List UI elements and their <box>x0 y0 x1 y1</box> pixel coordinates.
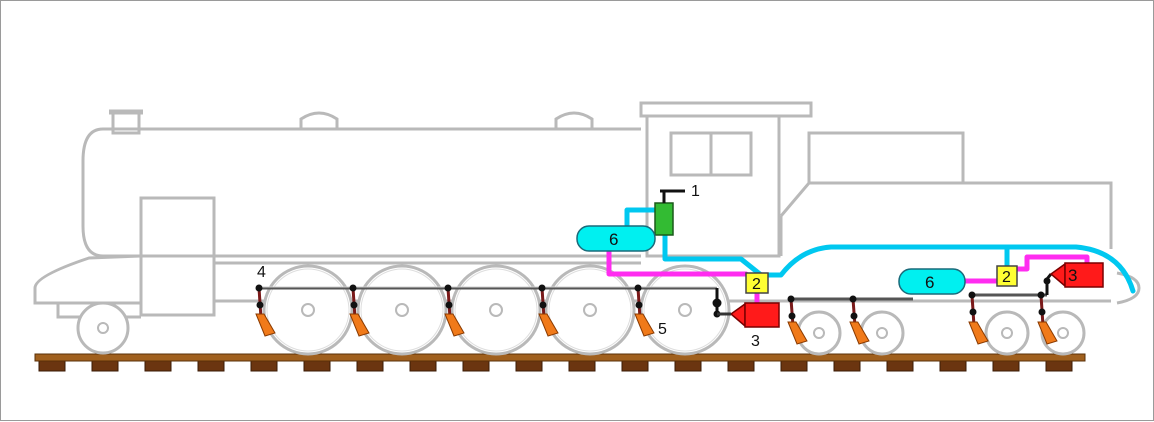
rigging-pin <box>968 291 976 299</box>
driving-wheel-rim <box>548 268 632 352</box>
rigging-pin <box>445 301 453 309</box>
brake-block-icon <box>849 321 870 345</box>
front-buffer-beam <box>33 254 142 305</box>
triple-valve-tender <box>996 265 1018 287</box>
cab-roof <box>639 101 813 118</box>
cylinder-loco-body <box>744 302 780 328</box>
driving-wheel-rim <box>360 268 444 352</box>
brake-block-icon <box>349 313 370 337</box>
track <box>34 353 1086 372</box>
cab <box>645 116 781 258</box>
driving-wheel <box>544 264 636 356</box>
rigging-pin <box>849 295 857 303</box>
brake-block-icon <box>634 313 655 337</box>
driving-wheel-rim <box>643 268 727 352</box>
wheel-hub <box>678 303 692 317</box>
label-1: 1 <box>691 183 700 200</box>
triple-valve-icon: 2 <box>745 272 769 294</box>
brake-cylinder-icon <box>717 302 780 328</box>
rigging-pin <box>634 284 642 292</box>
label-3-tender: 3 <box>1068 266 1077 285</box>
wheel-hub <box>301 303 315 317</box>
driving-wheel <box>356 264 448 356</box>
brake-block-icon <box>538 313 559 337</box>
wheel-hub <box>489 303 503 317</box>
brake-block-icon <box>1037 321 1058 345</box>
label-6-tender: 6 <box>925 273 934 292</box>
driving-wheel-rim <box>454 268 538 352</box>
driving-wheel <box>262 264 354 356</box>
wheel-hub <box>1001 327 1013 339</box>
cylinder-loco-cone <box>729 302 746 328</box>
brake-hangers <box>255 273 1058 345</box>
carrying-wheel <box>76 301 130 355</box>
triple-valve-icon: 2 <box>996 265 1018 287</box>
cab-window-left <box>669 131 713 177</box>
rigging-pin <box>539 301 547 309</box>
train-pipe-main <box>662 230 1136 294</box>
label-2-loco: 2 <box>752 276 761 293</box>
carrying-wheel <box>859 310 905 356</box>
wheel-hub <box>395 303 409 317</box>
reservoir-tender <box>898 268 966 295</box>
triple-valve-loco <box>745 272 769 294</box>
rail <box>34 353 1086 362</box>
dome-rear <box>554 111 594 129</box>
reservoir-pipe-tender-cylinder <box>1014 254 1090 272</box>
driving-wheel-rim <box>266 268 350 352</box>
cab-window-right <box>709 131 753 177</box>
label-5: 5 <box>658 321 667 338</box>
brake-block-icon <box>968 321 989 345</box>
boiler <box>81 127 641 258</box>
label-3-loco: 3 <box>751 333 760 350</box>
rigging-pin <box>444 284 452 292</box>
brake-valve-body <box>654 202 674 236</box>
label-4: 4 <box>257 264 266 281</box>
rigging-pin <box>1037 291 1045 299</box>
driving-wheel <box>450 264 542 356</box>
reservoir-pipe <box>606 248 1090 307</box>
sleepers <box>38 358 1073 372</box>
rigging-pin <box>635 301 643 309</box>
wheel-hub <box>1057 327 1069 339</box>
pull-rod-link <box>1045 273 1053 295</box>
label-2-tender: 2 <box>1002 269 1011 286</box>
rigging-pin <box>969 308 977 316</box>
carrying-wheel <box>796 310 842 356</box>
rigging-pin <box>712 298 722 308</box>
rigging-pin <box>256 301 264 309</box>
rigging-pin <box>255 284 263 292</box>
reservoir-pipe-loco <box>606 248 749 277</box>
cylinder-tender-body <box>1064 262 1104 288</box>
rigging-pin <box>350 301 358 309</box>
cylinder-tender-cone <box>1049 262 1066 288</box>
wheel-hub <box>97 322 109 334</box>
brake-block-icon <box>255 313 276 337</box>
rigging-pin <box>1038 308 1046 316</box>
rigging-pin <box>1043 277 1051 285</box>
wheel-hub <box>813 327 825 339</box>
wheel-hub <box>876 327 888 339</box>
train-pipe-to-handle <box>624 207 662 228</box>
dome-front <box>299 111 339 129</box>
reservoir-loco <box>576 225 656 252</box>
rigging-pin <box>349 284 357 292</box>
brake-block-icon <box>444 313 465 337</box>
auxiliary-reservoir-icon: 6 <box>576 225 656 252</box>
label-6-loco: 6 <box>609 230 618 249</box>
wheel-hub <box>583 303 597 317</box>
brake-block-icon <box>787 321 808 345</box>
brake-valve-icon[interactable] <box>654 189 685 236</box>
tender <box>779 131 1113 256</box>
carrying-wheel <box>984 310 1030 356</box>
rigging-pin <box>538 284 546 292</box>
rigging-pin <box>850 312 858 320</box>
rigging-pin <box>788 312 796 320</box>
brake-cylinder-icon: 3 <box>1049 262 1104 288</box>
auxiliary-reservoir-icon: 6 <box>898 268 966 295</box>
rigging-pin <box>787 295 795 303</box>
